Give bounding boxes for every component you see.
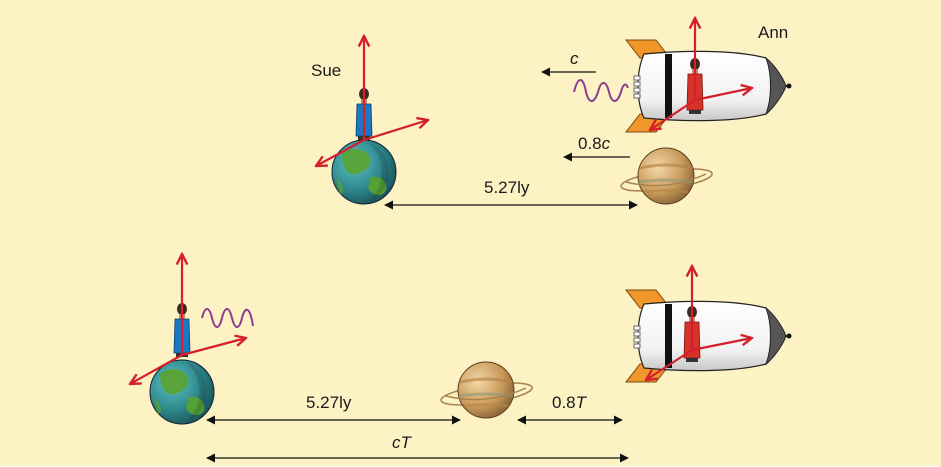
ship-travel-arrow: 0.8T bbox=[517, 393, 623, 425]
ship-travel-label: 0.8T bbox=[552, 393, 588, 412]
saturn-bottom bbox=[440, 361, 533, 419]
earth-bottom bbox=[149, 359, 215, 425]
ann-label: Ann bbox=[758, 23, 788, 42]
distance-label-top: 5.27ly bbox=[484, 178, 530, 197]
rocket-bottom bbox=[624, 289, 792, 383]
ship-velocity-arrow: 0.8c bbox=[563, 134, 630, 162]
distance-arrow-bottom: 5.27ly bbox=[206, 393, 461, 425]
light-signal-top: c bbox=[541, 49, 629, 102]
sue-axes-bottom bbox=[130, 254, 246, 384]
light-wave-bottom bbox=[201, 308, 254, 328]
saturn-top bbox=[620, 147, 713, 205]
distance-label-bottom: 5.27ly bbox=[306, 393, 352, 412]
earth-top bbox=[331, 139, 397, 205]
ann-axes-bottom bbox=[646, 266, 752, 380]
distance-arrow-top: 5.27ly bbox=[384, 178, 638, 210]
light-travel-label: cT bbox=[392, 433, 413, 452]
light-travel-arrow: cT bbox=[206, 433, 629, 463]
ann-axes-top bbox=[650, 18, 752, 130]
sue-axes-top bbox=[316, 36, 428, 166]
rocket-top bbox=[624, 39, 792, 133]
sue-label: Sue bbox=[311, 61, 341, 80]
light-speed-label: c bbox=[570, 49, 579, 68]
ship-speed-label: 0.8c bbox=[578, 134, 611, 153]
